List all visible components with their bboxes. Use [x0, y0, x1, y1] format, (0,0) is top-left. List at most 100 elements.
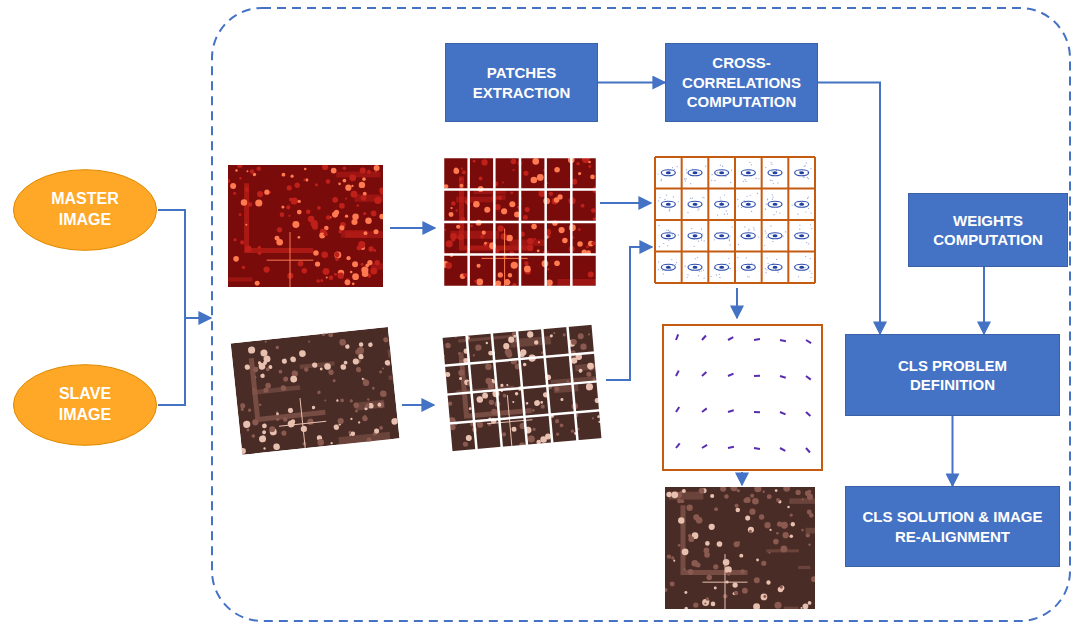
ellipse-shape: [13, 170, 156, 251]
illustration-part: [484, 207, 490, 213]
illustration-part: [315, 183, 318, 186]
illustration-part: [805, 211, 806, 212]
illustration-part: [246, 428, 249, 431]
illustration-part: [282, 358, 288, 364]
illustration-part: [351, 185, 353, 187]
patch-grid: [443, 157, 597, 287]
illustration-part: [554, 386, 559, 391]
illustration-part: [443, 221, 597, 224]
illustration-part: [481, 159, 487, 165]
illustration-part: [749, 162, 750, 163]
illustration-part: [333, 424, 339, 430]
illustration-part: [661, 264, 675, 270]
patch-grid: [441, 324, 603, 453]
illustration-part: [698, 208, 699, 209]
illustration-part: [235, 169, 237, 171]
illustration-part: [525, 207, 530, 212]
illustration-part: [695, 258, 696, 259]
illustration-part: [727, 572, 731, 576]
illustration-part: [682, 489, 686, 493]
illustration-part: [266, 367, 270, 371]
image-texture: [441, 324, 603, 453]
illustration-part: [697, 257, 698, 258]
illustration-part: [808, 178, 809, 179]
illustration-part: [750, 237, 751, 238]
illustration-part: [780, 546, 787, 553]
illustration-part: [702, 335, 706, 340]
illustration-part: [590, 175, 595, 180]
illustration-part: [253, 388, 256, 391]
illustration-part: [795, 233, 809, 239]
illustration-part: [684, 178, 685, 179]
illustration-part: [588, 161, 591, 164]
illustration-part: [766, 237, 767, 238]
illustration-part: [736, 508, 740, 512]
illustration-part: [749, 530, 752, 533]
node-label: CLS PROBLEM DEFINITION: [856, 356, 1049, 395]
illustration-part: [735, 504, 739, 508]
illustration-part: [751, 268, 752, 269]
illustration-part: [546, 280, 553, 287]
illustration-part: [802, 498, 804, 500]
illustration-part: [754, 229, 755, 230]
illustration-part: [666, 234, 671, 237]
illustration-part: [737, 489, 740, 492]
illustration-part: [511, 262, 518, 269]
illustration-part: [755, 178, 756, 179]
illustration-part: [337, 418, 344, 425]
illustration-part: [374, 197, 381, 204]
illustration-part: [443, 286, 597, 289]
illustration-part: [281, 206, 284, 209]
process-box: CROSS-CORRELATIONS COMPUTATION: [665, 43, 818, 122]
illustration-part: [773, 234, 778, 237]
illustration-part: [749, 276, 750, 277]
illustration-part: [670, 581, 675, 586]
illustration-part: [804, 166, 805, 167]
illustration-part: [524, 266, 531, 273]
illustration-part: [462, 170, 466, 174]
illustration-part: [371, 211, 377, 217]
illustration-part: [722, 166, 723, 167]
illustration-part: [702, 233, 703, 234]
illustration-part: [658, 261, 659, 262]
illustration-part: [368, 246, 373, 251]
illustration-part: [245, 188, 249, 192]
slave-image: [228, 323, 424, 457]
illustration-part: [655, 282, 815, 284]
illustration-part: [724, 214, 725, 215]
illustration-part: [252, 385, 300, 395]
illustration-part: [511, 159, 516, 164]
illustration-part: [345, 185, 351, 191]
illustration-part: [308, 216, 315, 223]
illustration-part: [337, 273, 343, 279]
illustration-part: [534, 340, 539, 345]
illustration-part: [808, 208, 809, 209]
illustration-part: [724, 494, 728, 498]
image-texture: [231, 327, 400, 455]
cross-correlation-maps: [655, 157, 815, 283]
illustration-part: [538, 241, 540, 243]
illustration-part: [811, 273, 812, 274]
illustration-part: [298, 261, 304, 267]
illustration-part: [345, 344, 350, 349]
image-texture: [443, 157, 597, 287]
illustration-part: [379, 370, 382, 373]
illustration-part: [269, 426, 276, 433]
illustration-part: [523, 215, 528, 220]
illustration-part: [328, 369, 334, 375]
node-label: CLS SOLUTION & IMAGE RE-ALIGNMENT: [856, 507, 1049, 546]
illustration-part: [264, 340, 267, 343]
illustration-part: [240, 240, 244, 244]
illustration-part: [728, 447, 734, 448]
illustration-part: [276, 239, 283, 246]
illustration-part: [340, 398, 344, 402]
illustration-part: [510, 336, 551, 348]
illustration-part: [688, 264, 702, 270]
illustration-part: [803, 176, 804, 177]
illustration-part: [719, 274, 720, 275]
process-box: CLS PROBLEM DEFINITION: [845, 334, 1060, 416]
illustration-part: [686, 169, 687, 170]
illustration-part: [326, 276, 328, 278]
flow-arrow: [736, 288, 738, 318]
illustration-part: [776, 498, 780, 502]
